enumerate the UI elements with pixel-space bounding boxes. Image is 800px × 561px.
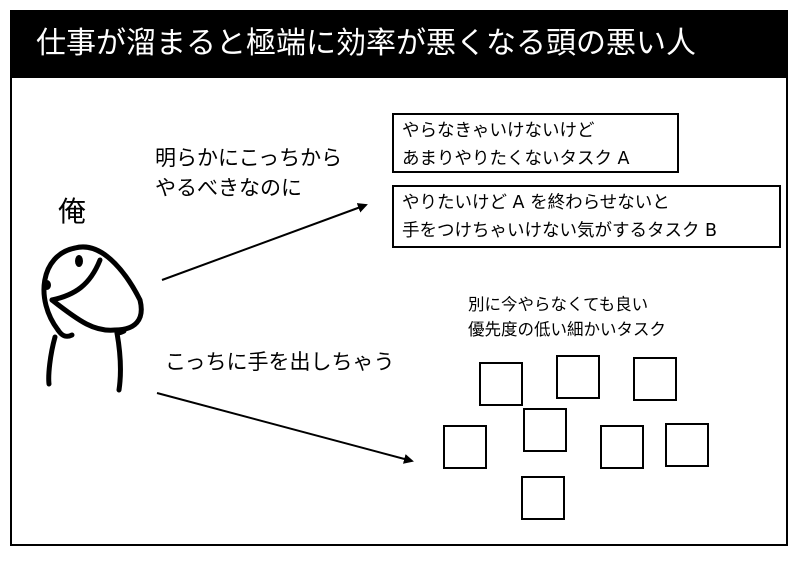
small-task-box [600,425,644,469]
small-task-box [479,362,523,406]
person-label: 俺 [58,195,87,228]
small-tasks-label: 別に今やらなくても良い 優先度の低い細かいタスク [468,292,666,342]
task-b-box: やりたいけど A を終わらせないと 手をつけちゃいけない気がするタスク B [392,185,781,248]
task-b-line: 手をつけちゃいけない気がするタスク B [402,221,718,241]
eye-icon [75,255,83,267]
label-line: 別に今やらなくても良い [468,295,649,314]
arrow-to-small-tasks [156,392,414,464]
label-line: やるべきなのに [155,176,302,200]
task-a-line: あまりやりたくないタスク A [402,149,630,169]
small-task-box [523,408,567,452]
task-a-line: やらなきゃいけないけど [402,121,595,141]
small-task-box [633,357,677,401]
arrow-to-important-tasks [161,203,368,281]
small-task-box [665,423,709,467]
eye-icon [43,280,51,290]
title-bar: 仕事が溜まると極端に効率が悪くなる頭の悪い人 [10,10,788,78]
small-task-box [443,425,487,469]
arrow-bottom-label: こっちに手を出しちゃう [165,350,395,374]
label-line: 優先度の低い細かいタスク [468,320,666,339]
task-a-box: やらなきゃいけないけど あまりやりたくないタスク A [392,113,679,173]
arrow-top-label: 明らかにこっちから やるべきなのに [155,143,342,203]
task-b-line: やりたいけど A を終わらせないと [402,193,670,213]
label-line: 明らかにこっちから [155,146,343,170]
small-task-box [521,476,565,520]
person-figure-icon [41,244,144,393]
small-task-box [556,355,600,399]
